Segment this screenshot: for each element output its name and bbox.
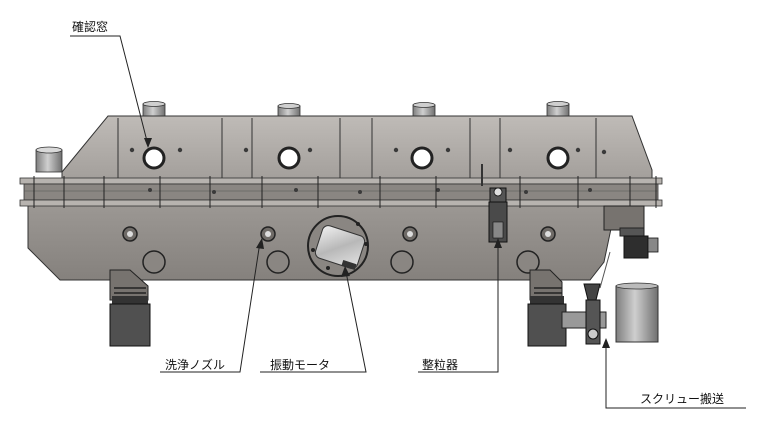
hood-ribs xyxy=(117,118,597,178)
lower-large-ports xyxy=(142,250,540,274)
granulator xyxy=(481,164,508,243)
exhaust-stacks xyxy=(142,101,570,119)
left-inlet xyxy=(35,146,63,173)
label-screw-conveyor: スクリュー搬送 xyxy=(640,392,725,406)
vibration-motor xyxy=(307,215,369,277)
support-leg-left xyxy=(109,269,151,347)
support-leg-right xyxy=(527,269,567,347)
hood-bolts xyxy=(129,147,607,194)
leader-lines xyxy=(70,35,746,409)
flange-bolts xyxy=(33,176,657,208)
lower-ports xyxy=(122,226,556,242)
label-vibration-motor: 振動モータ xyxy=(270,358,331,372)
inspection-windows xyxy=(142,146,570,170)
right-discharge xyxy=(599,205,659,289)
flange-band xyxy=(19,177,663,207)
label-inspection-window: 確認窓 xyxy=(72,20,109,34)
label-granulator: 整粒器 xyxy=(422,358,459,372)
label-cleaning-nozzle: 洗浄ノズル xyxy=(165,358,226,372)
screw-conveyor xyxy=(561,282,659,345)
